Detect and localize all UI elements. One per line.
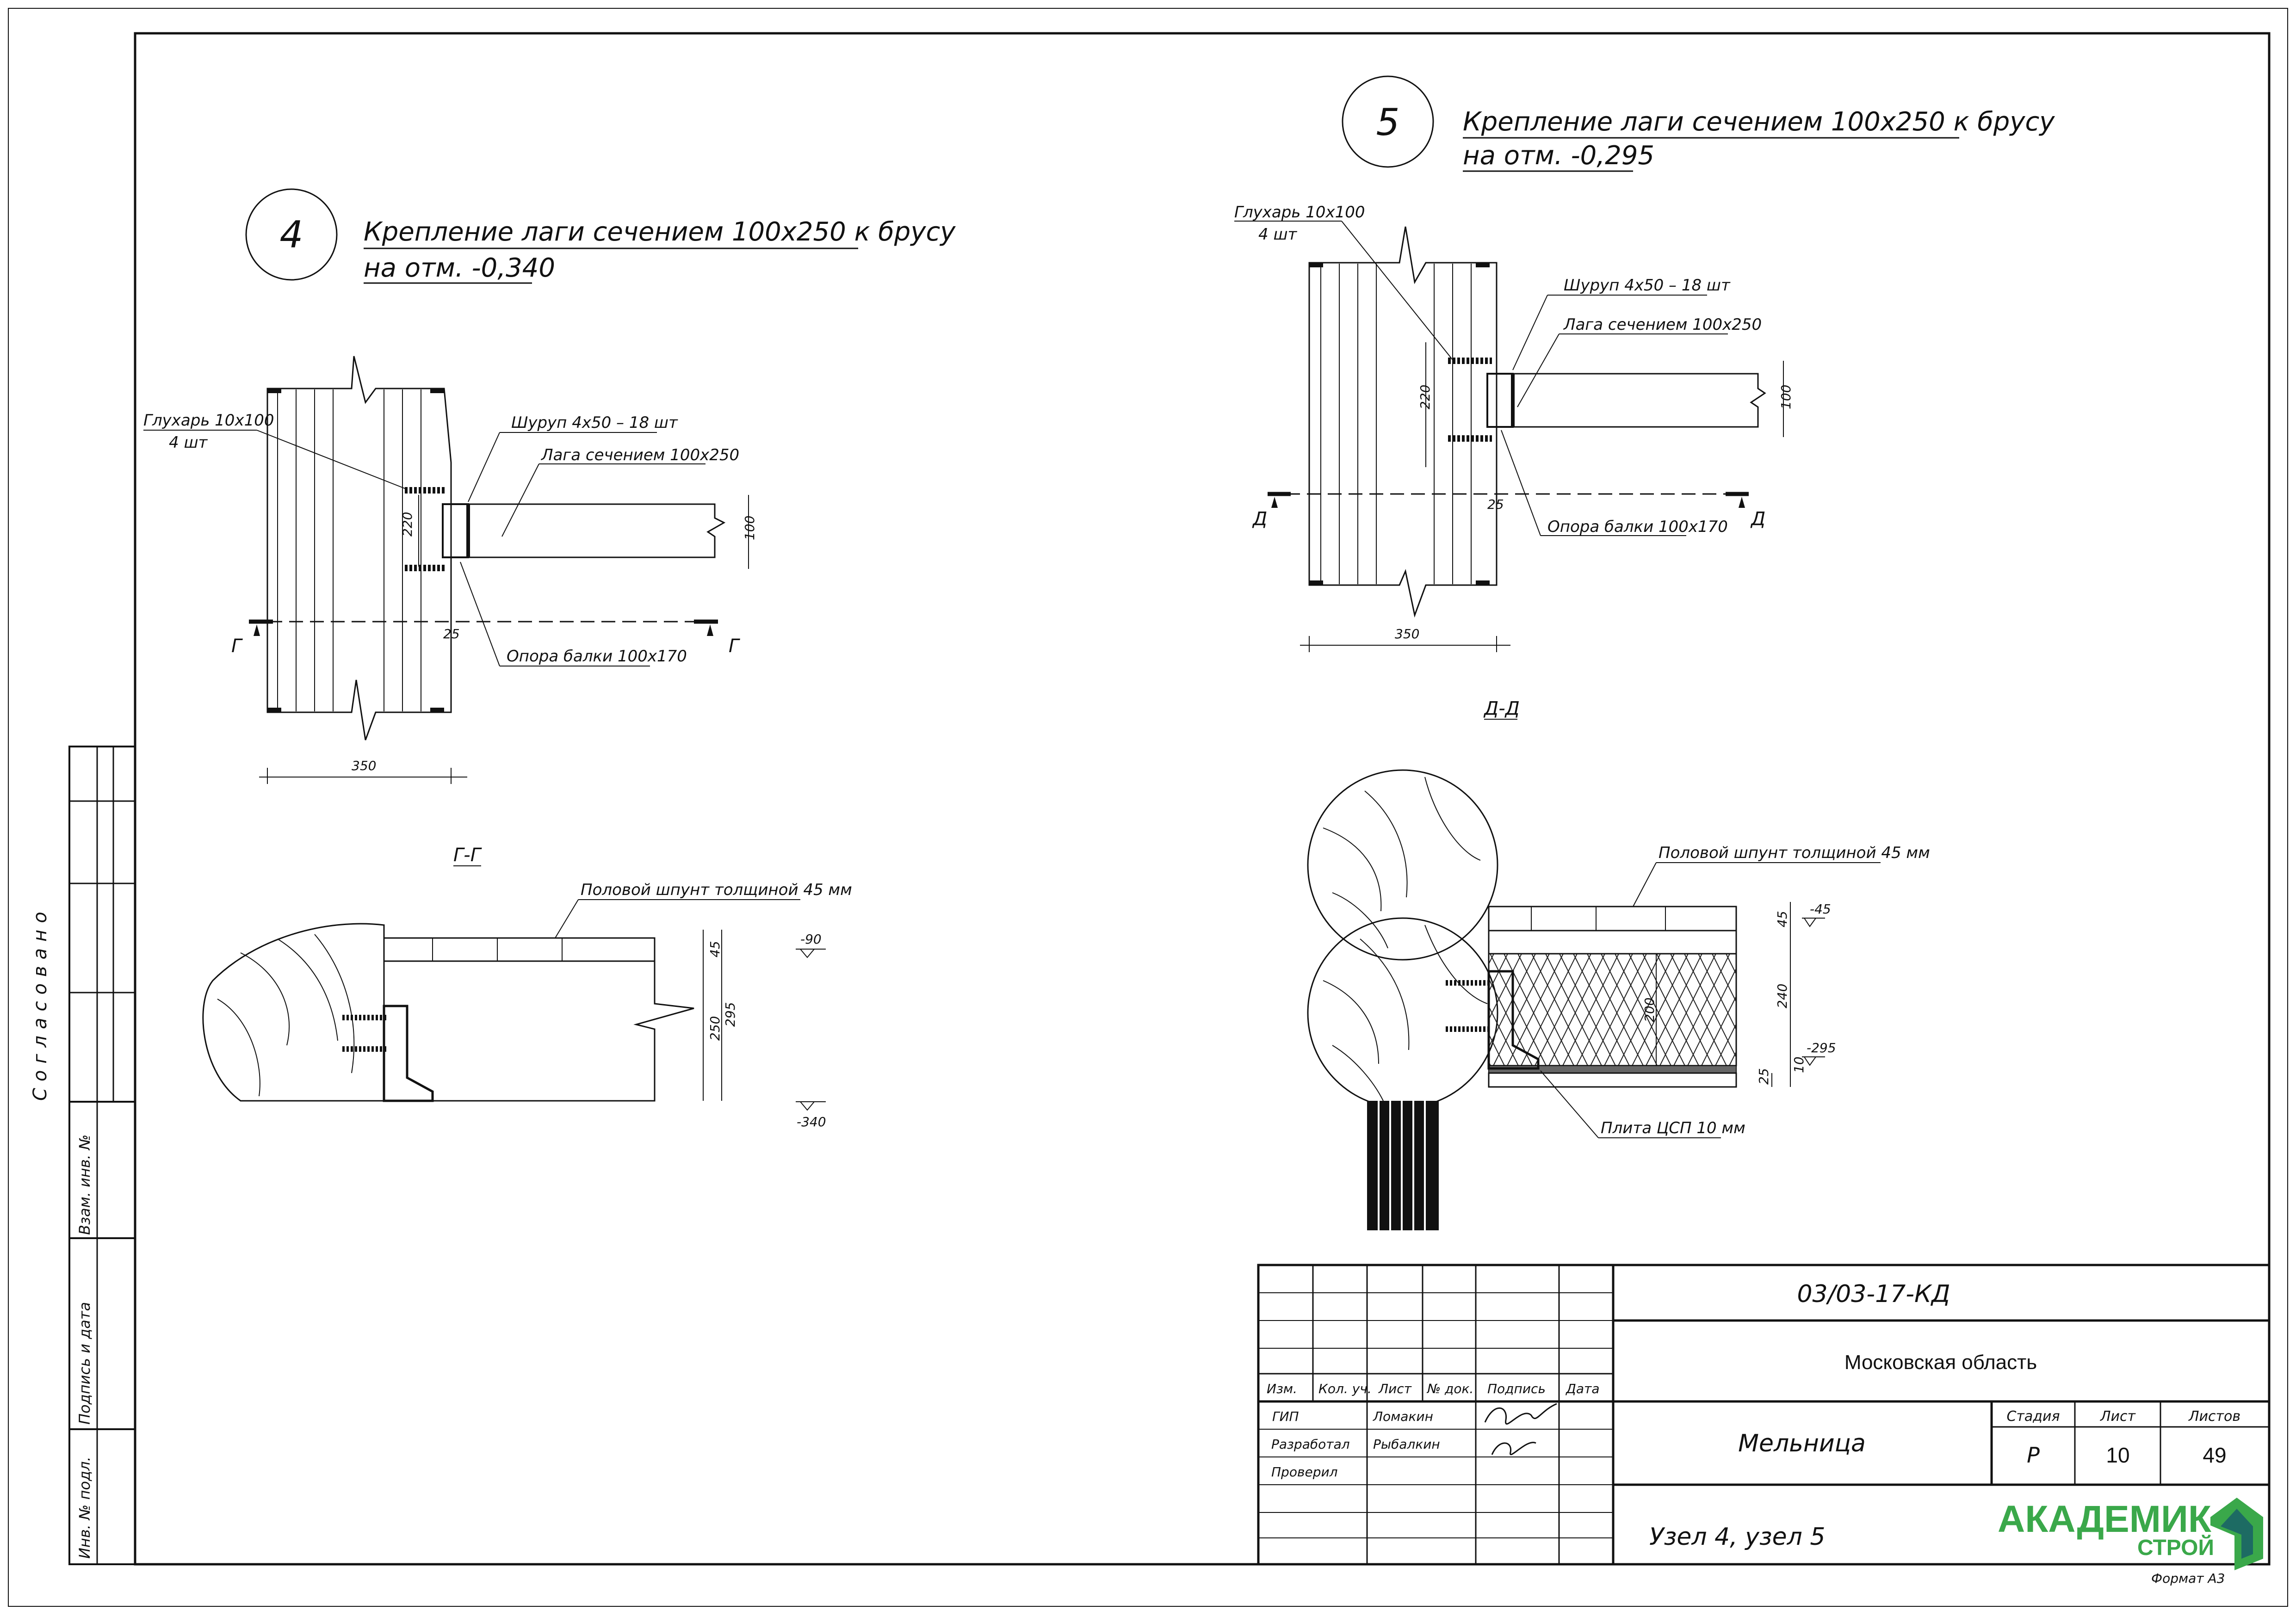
- node5-level-top: -45: [1810, 901, 1831, 917]
- title-block: Изм. Кол. уч. Лист № док. Подпись Дата Г…: [1257, 1264, 2271, 1586]
- node5-section-mark-left: Д: [1252, 508, 1267, 530]
- node5-dim-220: 220: [1417, 385, 1433, 409]
- node4-section-mark-left: Г: [231, 636, 243, 657]
- node4-dim-25: 25: [443, 626, 460, 642]
- node5-header: 5 Крепление лаги сечением 100х250 к брус…: [1342, 75, 2055, 172]
- tb-row-name-0: Ломакин: [1373, 1409, 1433, 1424]
- tb-stage-label: Стадия: [2006, 1408, 2060, 1425]
- node4-level-top: -90: [800, 932, 822, 947]
- node5-section: Д-Д Половой шпунт толщиной 45 мм Пли: [1307, 698, 1930, 1230]
- node5-section-title: Д-Д: [1483, 698, 1520, 719]
- node5-floor-label: Половой шпунт толщиной 45 мм: [1659, 844, 1930, 862]
- tb-header-date: Дата: [1565, 1381, 1600, 1396]
- tb-format: Формат А3: [2151, 1571, 2225, 1586]
- sheet-outer-border: [8, 8, 2288, 1607]
- tb-header-doc: № док.: [1426, 1381, 1473, 1396]
- tb-header-list: Лист: [1378, 1381, 1412, 1396]
- node4-dim-295: 295: [723, 1002, 738, 1027]
- node5-plate-label: Плита ЦСП 10 мм: [1601, 1119, 1745, 1137]
- node5-dim-240: 240: [1775, 984, 1790, 1008]
- tb-sheet: 10: [2106, 1443, 2129, 1467]
- node4-number: 4: [280, 213, 303, 256]
- tb-header-izm: Изм.: [1267, 1381, 1297, 1396]
- tb-row-name-1: Рыбалкин: [1373, 1437, 1440, 1452]
- node4-shurup-label: Шуруп 4х50 – 18 шт: [511, 413, 678, 432]
- node4-plan-view: Г Г Глухарь 10х100 4 шт Шуруп 4х50 – 18 …: [143, 356, 757, 784]
- node5-title-line2: на отм. -0,295: [1463, 141, 1654, 171]
- node4-title-line2: на отм. -0,340: [364, 253, 555, 283]
- node5-dim-10: 10: [1791, 1056, 1807, 1073]
- node5-dim-100: 100: [1778, 385, 1794, 409]
- node4-level-bottom: -340: [797, 1114, 826, 1129]
- node4-laga-label: Лага сечением 100х250: [540, 446, 739, 464]
- node5-dim-25: 25: [1487, 497, 1504, 512]
- tb-region: Московская область: [1844, 1351, 2037, 1374]
- node5-dim-45: 45: [1775, 911, 1790, 927]
- node4-title-line1: Крепление лаги сечением 100х250 к брусу: [364, 217, 956, 247]
- stamp-agreed: Согласовано: [30, 905, 51, 1101]
- node5-shurup-label: Шуруп 4х50 – 18 шт: [1564, 276, 1731, 295]
- stamp-vzam: Взам. инв. №: [76, 1135, 93, 1235]
- node4-dim-350: 350: [352, 758, 376, 773]
- signature-scribble-2: [1491, 1442, 1536, 1456]
- tb-row-role-0: ГИП: [1272, 1409, 1299, 1424]
- node4-header: 4 Крепление лаги сечением 100х250 к брус…: [245, 188, 956, 284]
- node4-dim-250: 250: [707, 1016, 723, 1041]
- stamp-inv-podl: Инв. № подл.: [76, 1456, 93, 1559]
- tb-sheet-label: Лист: [2100, 1408, 2136, 1425]
- logo-mark-icon: [2210, 1498, 2263, 1570]
- node4-number-circle: [245, 188, 338, 281]
- side-stamp: Согласовано Взам. инв. № Подпись и дата …: [30, 746, 136, 1565]
- signature-scribble-1: [1484, 1403, 1557, 1425]
- company-logo: АКАДЕМИК СТРОЙ: [1998, 1498, 2263, 1570]
- node4-glukhar-qty: 4 шт: [169, 433, 208, 452]
- node5-dim-350: 350: [1395, 626, 1419, 642]
- node4-dim-45: 45: [707, 941, 723, 957]
- tb-row-role-2: Проверил: [1271, 1464, 1338, 1480]
- tb-stage: Р: [2027, 1443, 2040, 1468]
- node4-floor-label: Половой шпунт толщиной 45 мм: [581, 881, 852, 899]
- node5-number-circle: [1342, 75, 1434, 168]
- node4-dim-100: 100: [742, 516, 757, 540]
- node4-section-mark-right: Г: [729, 636, 740, 657]
- tb-sheets-label: Листов: [2188, 1408, 2240, 1425]
- node5-section-mark-right: Д: [1750, 508, 1765, 530]
- node5-title-line1: Крепление лаги сечением 100х250 к брусу: [1463, 107, 2055, 137]
- node4-opora-label: Опора балки 100х170: [507, 647, 687, 666]
- node5-laga-label: Лага сечением 100х250: [1563, 315, 1762, 334]
- stamp-podpis-data: Подпись и дата: [76, 1302, 93, 1425]
- tb-object: Мельница: [1738, 1430, 1866, 1457]
- node5-opora-label: Опора балки 100х170: [1547, 518, 1728, 536]
- tb-code: 03/03-17-КД: [1797, 1280, 1950, 1308]
- node5-glukhar-qty: 4 шт: [1258, 225, 1298, 244]
- logo-main-text: АКАДЕМИК: [1998, 1498, 2212, 1540]
- node4-glukhar-label: Глухарь 10х100: [143, 411, 274, 430]
- node4-section: Г-Г Половой шпунт толщиной 45 мм 45 250 …: [202, 845, 852, 1129]
- node4-section-title: Г-Г: [453, 845, 482, 866]
- tb-sheet-title: Узел 4, узел 5: [1649, 1523, 1826, 1551]
- tb-header-sign: Подпись: [1487, 1381, 1546, 1396]
- tb-row-role-1: Разработал: [1271, 1437, 1350, 1452]
- tb-header-kol: Кол. уч.: [1318, 1381, 1372, 1396]
- node5-dim-200: 200: [1642, 998, 1657, 1022]
- node5-level-bottom: -295: [1807, 1040, 1836, 1055]
- node4-dim-220: 220: [400, 512, 415, 537]
- logo-sub-text: СТРОЙ: [2137, 1535, 2214, 1560]
- node5-number: 5: [1376, 101, 1400, 144]
- tb-sheets: 49: [2203, 1443, 2226, 1467]
- node5-glukhar-label: Глухарь 10х100: [1234, 203, 1365, 222]
- node5-dim-25b: 25: [1756, 1068, 1771, 1085]
- node5-plan-view: Д Д Глухарь 10х100 4 шт Шуруп 4х50 – 18 …: [1234, 203, 1794, 652]
